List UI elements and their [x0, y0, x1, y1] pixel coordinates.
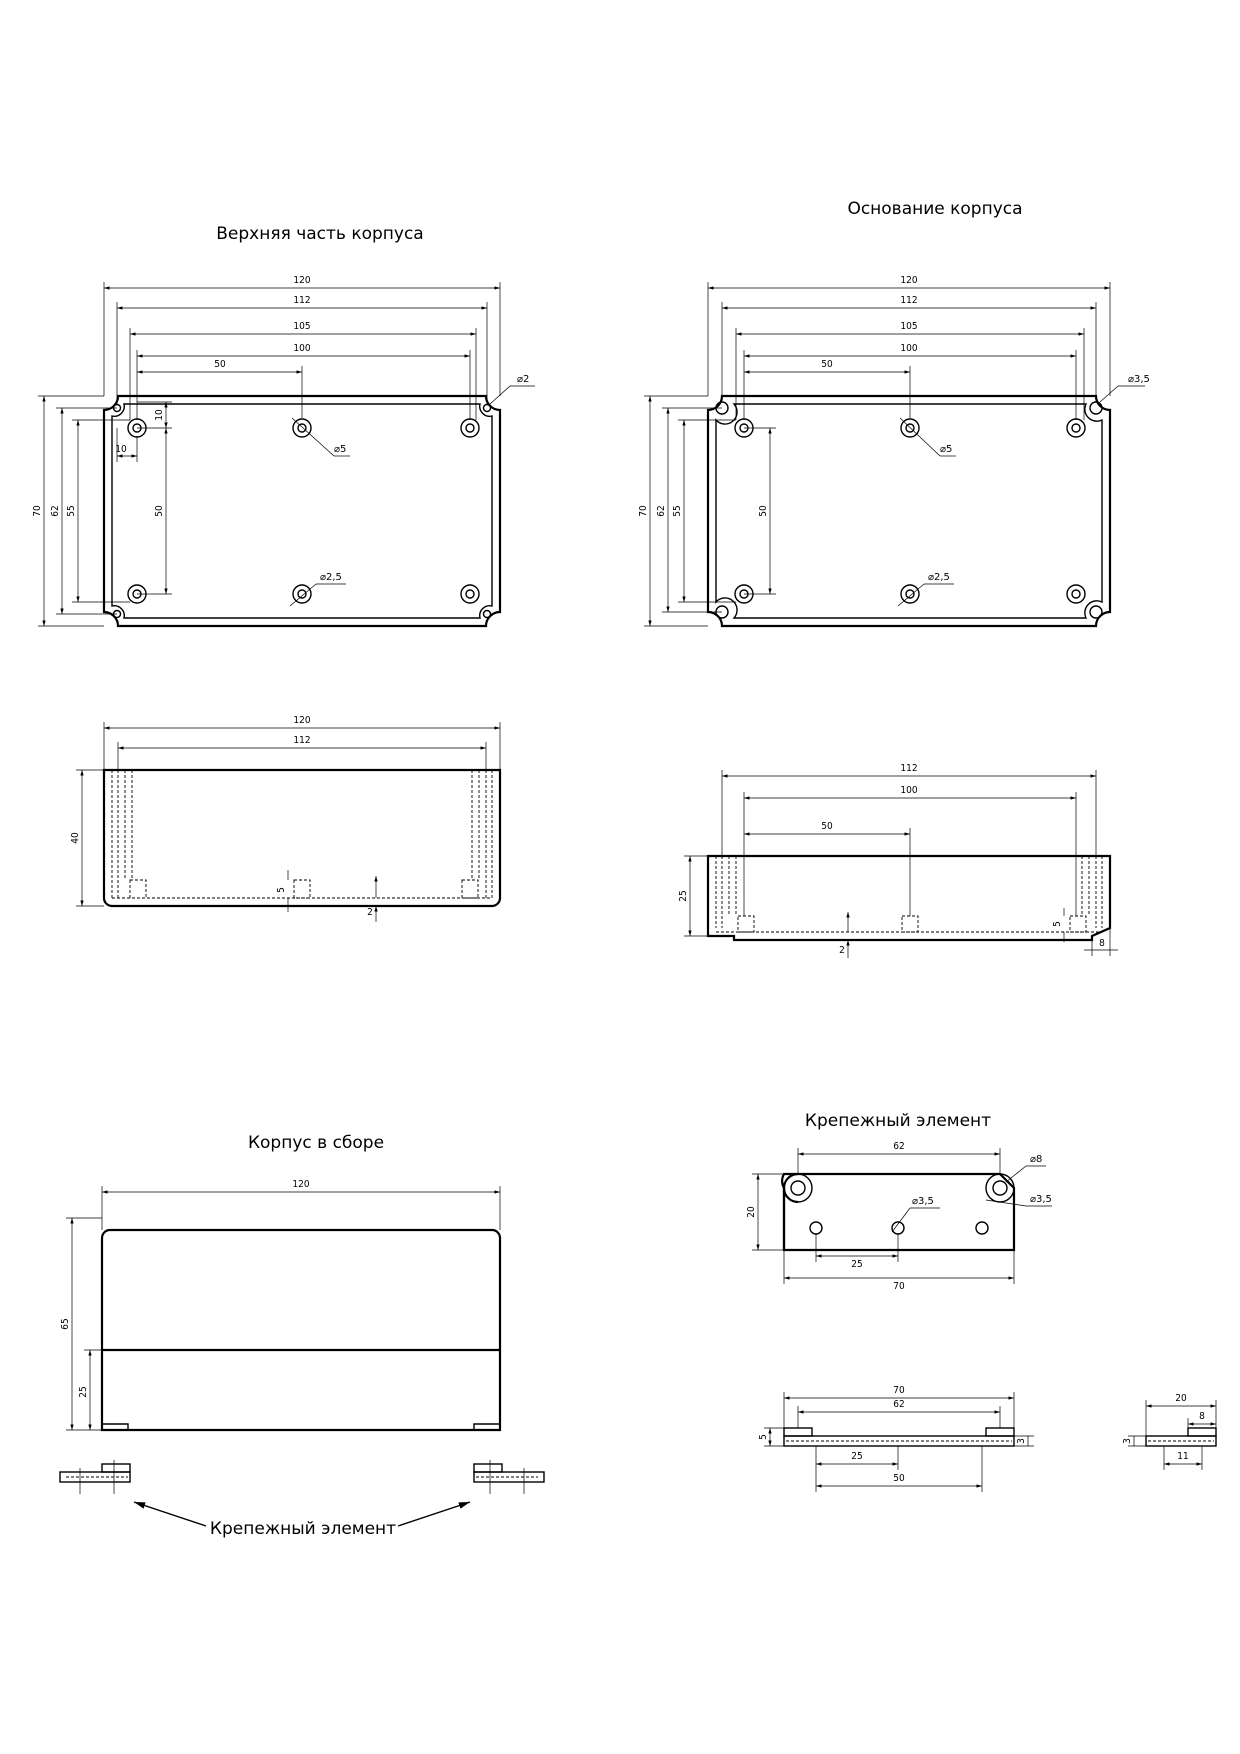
dim-top-50v: 50 [154, 505, 165, 517]
dim-base-120: 120 [900, 275, 917, 286]
dim-ff-5: 5 [758, 1434, 769, 1440]
dim-ff-50: 50 [893, 1473, 905, 1484]
dim-ff-70: 70 [893, 1385, 905, 1396]
dim-top-105: 105 [293, 321, 310, 332]
dim-base-50: 50 [821, 359, 833, 370]
base-side-view: 112 100 50 25 2 5 8 [678, 763, 1118, 958]
dim-top-100: 100 [293, 343, 310, 354]
title-assembly: Корпус в сборе [248, 1133, 384, 1153]
dim-topside-40: 40 [70, 832, 81, 844]
dim-topside-120: 120 [293, 715, 310, 726]
dim-base-d3-5: ⌀3,5 [1128, 374, 1150, 385]
dim-asm-65: 65 [60, 1318, 71, 1329]
dim-base-112: 112 [900, 295, 917, 306]
fastener-plan-view: 62 20 25 70 ⌀8 ⌀3,5 ⌀3,5 [746, 1141, 1052, 1292]
dim-topside-5: 5 [276, 887, 287, 893]
assembly-view: 120 65 25 Крепежный элемент [59, 1179, 545, 1539]
title-base: Основание корпуса [847, 199, 1022, 219]
dim-fp-d8: ⌀8 [1030, 1154, 1042, 1165]
dim-topside-2: 2 [367, 907, 373, 918]
dim-top-50: 50 [214, 359, 226, 370]
dim-fp-25: 25 [851, 1259, 862, 1270]
dim-topside-112: 112 [293, 735, 310, 746]
dim-baseside-8: 8 [1099, 938, 1105, 949]
dim-top-10h: 10 [115, 444, 127, 455]
dim-top-112: 112 [293, 295, 310, 306]
dim-fp-d3-5-a: ⌀3,5 [1030, 1194, 1052, 1205]
dim-asm-120: 120 [292, 1179, 309, 1190]
dim-baseside-100: 100 [900, 785, 917, 796]
dim-base-70: 70 [638, 505, 649, 517]
dim-baseside-112: 112 [900, 763, 917, 774]
dim-asm-25: 25 [78, 1386, 89, 1397]
dim-base-55: 55 [672, 505, 683, 516]
dim-ff-62: 62 [893, 1399, 904, 1410]
dim-base-105: 105 [900, 321, 917, 332]
fastener-side-view: 20 8 3 11 [1122, 1393, 1217, 1470]
dim-top-55: 55 [66, 505, 77, 516]
dim-baseside-5: 5 [1052, 921, 1063, 927]
dim-fs-20: 20 [1175, 1393, 1187, 1404]
dim-base-d5: ⌀5 [940, 444, 952, 455]
title-top-part: Верхняя часть корпуса [216, 224, 423, 244]
dim-baseside-25: 25 [678, 890, 689, 901]
dim-fp-70: 70 [893, 1281, 905, 1292]
base-plan-view: 120 112 105 100 50 70 62 55 50 ⌀3,5 ⌀5 ⌀… [638, 275, 1150, 628]
title-fastener: Крепежный элемент [805, 1111, 991, 1131]
dim-top-d2-5: ⌀2,5 [320, 572, 342, 583]
dim-fp-20: 20 [746, 1206, 757, 1218]
assembly-fastener-left [59, 1460, 131, 1494]
dim-ff-25: 25 [851, 1451, 862, 1462]
dim-fs-3: 3 [1122, 1438, 1133, 1444]
fastener-front-view: 70 62 5 3 25 50 [758, 1385, 1034, 1492]
dim-top-10v: 10 [154, 409, 165, 421]
dim-ff-3: 3 [1016, 1438, 1027, 1444]
dim-base-50v: 50 [758, 505, 769, 517]
top-part-side-view: 120 112 40 5 2 [70, 715, 502, 922]
dim-base-d2-5: ⌀2,5 [928, 572, 950, 583]
dim-top-d5: ⌀5 [334, 444, 346, 455]
dim-base-100: 100 [900, 343, 917, 354]
dim-baseside-2: 2 [839, 945, 845, 956]
dim-fp-d3-5-b: ⌀3,5 [912, 1196, 934, 1207]
fastener-callout-label: Крепежный элемент [210, 1519, 396, 1539]
dim-base-62: 62 [656, 505, 667, 516]
dim-fs-11: 11 [1177, 1451, 1188, 1462]
dim-top-d2: ⌀2 [517, 374, 529, 385]
dim-fs-8: 8 [1199, 1411, 1205, 1422]
dim-fp-62: 62 [893, 1141, 904, 1152]
dim-top-70: 70 [32, 505, 43, 517]
assembly-fastener-right [473, 1460, 545, 1494]
dim-baseside-50: 50 [821, 821, 833, 832]
dim-top-120: 120 [293, 275, 310, 286]
dim-top-62: 62 [50, 505, 61, 516]
top-part-plan-view: 120 112 105 100 50 70 62 55 50 10 10 [32, 275, 535, 628]
